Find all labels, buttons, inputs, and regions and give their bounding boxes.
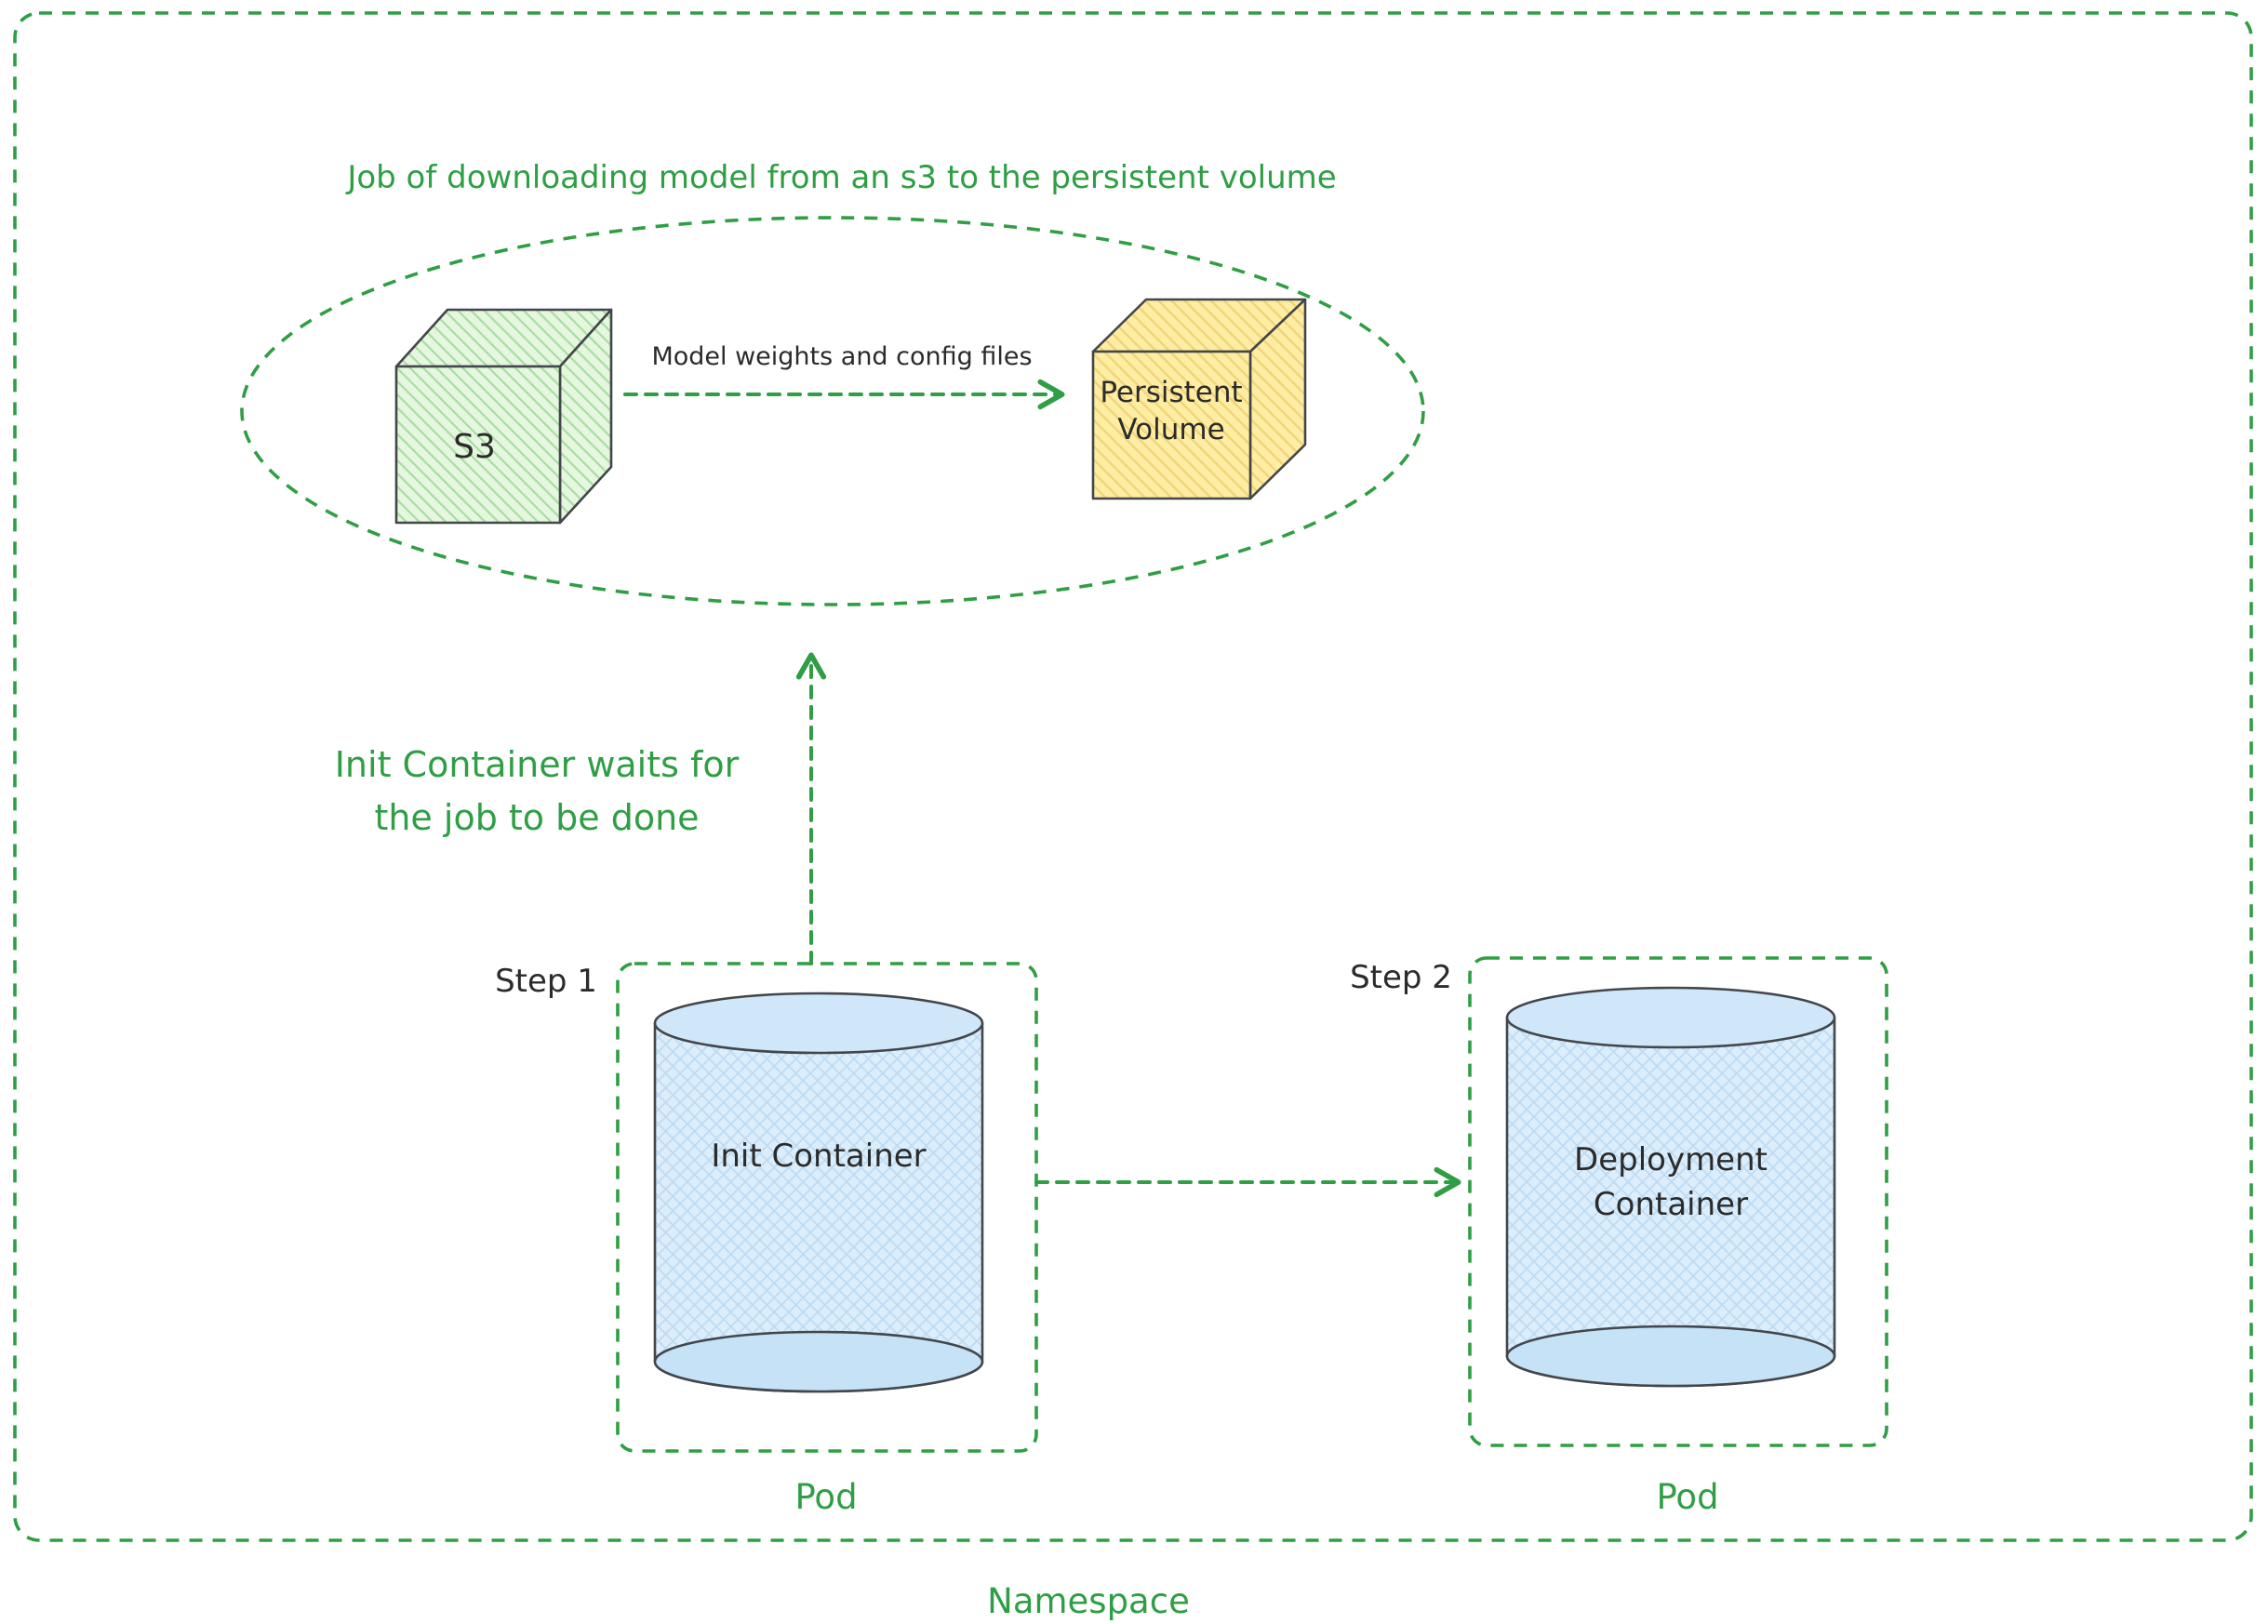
transfer-arrow-label: Model weights and config files [651,342,1032,371]
persistent-volume-label-line1: Persistent [1100,376,1242,409]
s3-label: S3 [453,428,496,466]
deployment-container-cylinder: Deployment Container [1505,986,1836,1388]
pod1-border [616,962,1038,1453]
pod2-label: Pod [1656,1477,1718,1517]
wait-arrow-label-line1: Init Container waits for [335,744,740,785]
s3-cube-front-face [394,365,562,525]
deployment-container-label-line2: Container [1594,1186,1748,1223]
job-group-ellipse [240,216,1425,606]
init-container-cylinder-top [653,992,984,1055]
init-container-cylinder-bottom [653,1330,984,1393]
deployment-container-label-line1: Deployment [1574,1141,1768,1178]
namespace-border [13,11,2253,1542]
pod1-label: Pod [794,1477,857,1517]
step1-label: Step 1 [495,963,597,1000]
step2-label: Step 2 [1350,959,1452,996]
deployment-container-cylinder-bottom [1505,1324,1836,1388]
namespace-label: Namespace [987,1581,1190,1621]
pod2-border [1468,956,1888,1447]
deployment-container-cylinder-top [1505,986,1836,1049]
job-title: Job of downloading model from an s3 to t… [345,159,1336,196]
wait-arrow-label-line2: the job to be done [374,797,699,838]
persistent-volume-front-face [1091,350,1252,500]
persistent-volume-cube: Persistent Volume [1091,298,1307,500]
s3-cube: S3 [394,308,613,525]
init-container-cylinder: Init Container [653,992,984,1393]
init-container-label: Init Container [711,1138,926,1175]
persistent-volume-label-line2: Volume [1117,413,1224,446]
